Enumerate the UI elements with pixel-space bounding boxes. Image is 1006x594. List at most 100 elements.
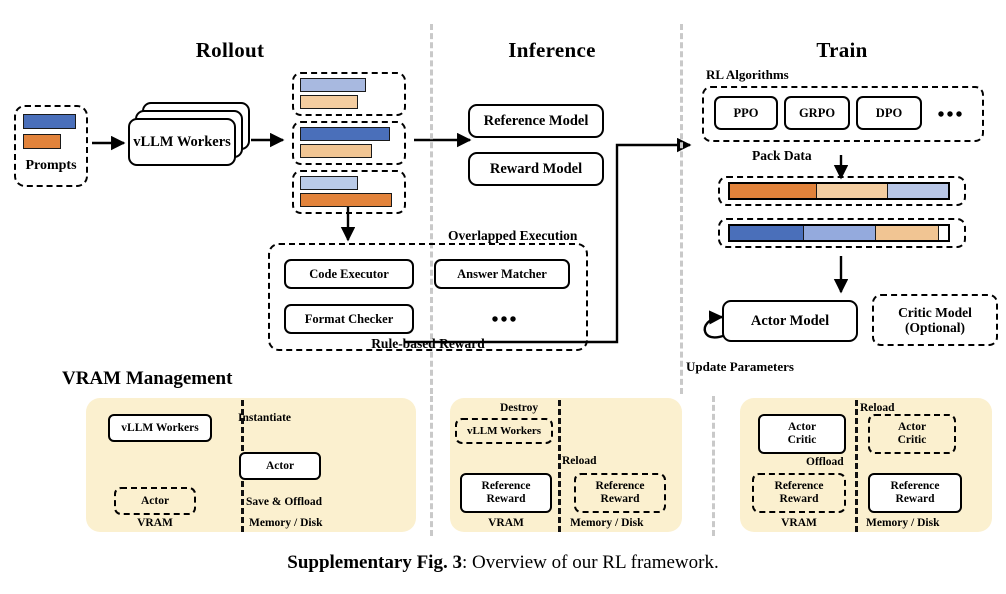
panel3-actor-critic-dashed-line2: Critic xyxy=(897,434,927,446)
panel1-actor-solid-box[interactable]: Actor xyxy=(239,452,321,480)
panel2-memory-label: Memory / Disk xyxy=(570,517,644,529)
prompt-bar-0 xyxy=(23,114,76,129)
prompts-label: Prompts xyxy=(25,158,77,173)
reward-model-label: Reward Model xyxy=(489,160,583,177)
critic-model-box[interactable]: Critic Model (Optional) xyxy=(872,294,998,346)
panel2-reference-reward-dashed-line2: Reward xyxy=(600,493,640,505)
panel2-reference-reward-dashed-box[interactable]: Reference Reward xyxy=(574,473,666,513)
section-title-inference: Inference xyxy=(508,38,596,62)
rollout-output-2-bar-1 xyxy=(300,193,392,207)
panel3-actor-critic-dashed-box[interactable]: Actor Critic xyxy=(868,414,956,454)
pack-row-0 xyxy=(728,182,950,200)
panel3-offload-label: Offload xyxy=(806,456,844,468)
pack-row-1-box xyxy=(718,218,966,248)
panel2-reference-reward-dashed-line1: Reference xyxy=(595,480,645,493)
format-checker-label: Format Checker xyxy=(304,312,394,326)
rollout-output-2-bar-0 xyxy=(300,176,358,190)
panel1-vram-label: VRAM xyxy=(137,517,173,529)
panel2-vram-label: VRAM xyxy=(488,517,524,529)
algorithm-grpo-label: GRPO xyxy=(798,106,836,120)
algorithm-ppo-box[interactable]: PPO xyxy=(714,96,778,130)
panel2-destroy-label: Destroy xyxy=(500,402,539,414)
overlapped-execution-box xyxy=(268,243,588,351)
panel3-reference-reward-solid-box[interactable]: Reference Reward xyxy=(868,473,962,513)
format-checker-box[interactable]: Format Checker xyxy=(284,304,414,334)
vllm-workers-card-front[interactable]: vLLM Workers xyxy=(128,118,236,166)
vram-management-heading: VRAM Management xyxy=(62,368,233,389)
panel2-vllm-workers-label: vLLM Workers xyxy=(466,424,542,437)
rl-algorithms-box xyxy=(702,86,984,142)
reference-model-label: Reference Model xyxy=(483,112,589,129)
panel1-actor-dashed-label: Actor xyxy=(140,494,170,507)
panel1-vllm-workers-box[interactable]: vLLM Workers xyxy=(108,414,212,442)
algorithm-grpo-box[interactable]: GRPO xyxy=(784,96,850,130)
prompts-box xyxy=(14,105,88,187)
rollout-output-0 xyxy=(292,72,406,116)
rl-algorithms-label: RL Algorithms xyxy=(706,67,789,82)
panel2-reference-reward-solid-line2: Reward xyxy=(486,493,526,505)
panel1-actor-solid-label: Actor xyxy=(265,459,295,472)
panel3-vram-label: VRAM xyxy=(781,517,817,529)
answer-matcher-label: Answer Matcher xyxy=(457,267,547,281)
actor-model-box[interactable]: Actor Model xyxy=(722,300,858,342)
pack-row-0-seg-2 xyxy=(886,184,948,198)
pack-row-0-seg-0 xyxy=(730,184,817,198)
rollout-output-1-bar-1 xyxy=(300,144,372,158)
overlapped-execution-title: Overlapped Execution xyxy=(448,228,578,243)
figure-caption-bold: Supplementary Fig. 3 xyxy=(287,552,462,573)
algorithm-ppo-label: PPO xyxy=(733,106,759,120)
panel1-instantiate-label: Instantiate xyxy=(238,412,292,424)
overlapped-more-dots: ••• xyxy=(491,309,519,331)
pack-row-1-seg-3 xyxy=(938,226,948,240)
panel2-reference-reward-solid-line1: Reference xyxy=(481,480,531,493)
answer-matcher-box[interactable]: Answer Matcher xyxy=(434,259,570,289)
separator-inference-train xyxy=(680,24,683,394)
actor-model-label: Actor Model xyxy=(750,312,830,329)
rollout-output-2 xyxy=(292,170,406,214)
vram-panel-3-divider xyxy=(855,400,858,532)
reference-model-box[interactable]: Reference Model xyxy=(468,104,604,138)
panel1-memory-label: Memory / Disk xyxy=(249,517,323,529)
reward-model-box[interactable]: Reward Model xyxy=(468,152,604,186)
panel3-reload-label: Reload xyxy=(860,402,895,414)
pack-data-label: Pack Data xyxy=(752,148,812,163)
pack-row-0-seg-1 xyxy=(816,184,887,198)
section-title-train: Train xyxy=(816,38,868,62)
pack-row-0-box xyxy=(718,176,966,206)
panel3-actor-critic-solid-box[interactable]: Actor Critic xyxy=(758,414,846,454)
panel3-actor-critic-solid-line2: Critic xyxy=(787,434,817,446)
rollout-output-1 xyxy=(292,121,406,165)
algorithm-dpo-label: DPO xyxy=(875,106,903,120)
algorithms-more-dots: ••• xyxy=(937,104,965,126)
panel3-reference-reward-dashed-line2: Reward xyxy=(779,493,819,505)
panel3-reference-reward-solid-line2: Reward xyxy=(895,493,935,505)
panel1-save-offload-label: Save & Offload xyxy=(246,496,323,508)
panel3-reference-reward-dashed-box[interactable]: Reference Reward xyxy=(752,473,846,513)
vllm-workers-label: vLLM Workers xyxy=(133,133,231,150)
pack-row-1-seg-2 xyxy=(875,226,939,240)
rollout-output-0-bar-0 xyxy=(300,78,366,92)
separator-rollout-inference xyxy=(430,24,433,394)
figure-caption-rest: : Overview of our RL framework. xyxy=(461,552,719,573)
section-title-rollout: Rollout xyxy=(195,38,265,62)
critic-model-label-line1: Critic Model xyxy=(898,304,972,320)
rollout-output-0-bar-1 xyxy=(300,95,358,109)
figure-caption: Supplementary Fig. 3: Overview of our RL… xyxy=(0,552,1006,574)
rollout-output-1-bar-0 xyxy=(300,127,390,141)
pack-row-1 xyxy=(728,224,950,242)
separator-vram-1 xyxy=(430,396,433,536)
panel3-memory-label: Memory / Disk xyxy=(866,517,940,529)
panel1-vllm-workers-label: vLLM Workers xyxy=(121,421,199,434)
panel2-reference-reward-solid-box[interactable]: Reference Reward xyxy=(460,473,552,513)
panel3-actor-critic-solid-line1: Actor xyxy=(787,421,817,434)
algorithm-dpo-box[interactable]: DPO xyxy=(856,96,922,130)
vram-panel-2-divider xyxy=(558,400,561,532)
code-executor-box[interactable]: Code Executor xyxy=(284,259,414,289)
panel2-vllm-workers-box[interactable]: vLLM Workers xyxy=(455,418,553,444)
panel3-reference-reward-dashed-line1: Reference xyxy=(774,480,824,493)
panel1-actor-dashed-box[interactable]: Actor xyxy=(114,487,196,515)
pack-row-1-seg-1 xyxy=(803,226,876,240)
prompt-bar-1 xyxy=(23,134,61,149)
update-parameters-label: Update Parameters xyxy=(686,359,794,374)
